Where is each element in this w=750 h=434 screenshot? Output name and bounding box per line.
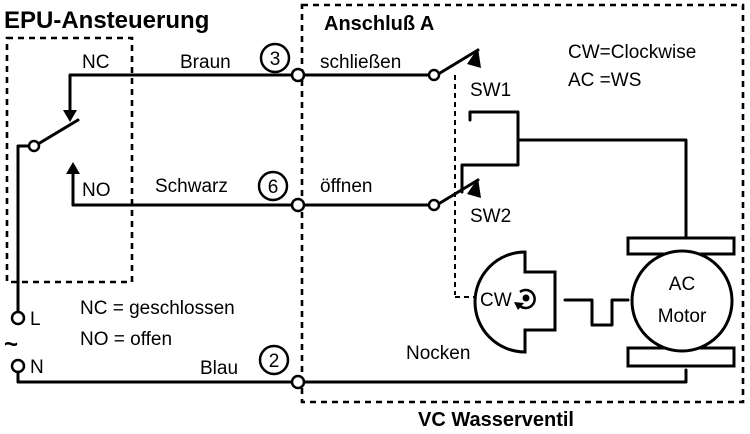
ac-tilde-symbol: ~ [4, 331, 18, 358]
nc-contact-label: NC [82, 52, 109, 73]
sw2-label: SW2 [470, 206, 511, 227]
epu-relay [16, 73, 298, 314]
open-function-label: öffnen [320, 176, 372, 197]
valve-title: VC Wasserventil [418, 409, 574, 431]
wire-3-badge [259, 42, 291, 74]
terminal-l-label: L [30, 309, 41, 330]
wire-2-badge [258, 344, 290, 376]
motor-label-ac: AC [669, 274, 695, 295]
connection-a-title: Anschluß A [324, 13, 434, 35]
legend-nc: NC = geschlossen [80, 298, 235, 319]
wire-black-label: Schwarz [155, 176, 228, 197]
legend-ac: AC =WS [568, 70, 641, 91]
valve-wiring [290, 48, 688, 390]
cam-name-label: Nocken [406, 343, 470, 364]
wire-2-number: 2 [269, 351, 280, 372]
legend-cw: CW=Clockwise [568, 42, 696, 63]
ac-motor-symbol [626, 236, 736, 368]
wire-3-number: 3 [270, 49, 281, 70]
cam-direction-label: CW [480, 290, 512, 311]
legend-no: NO = offen [80, 329, 172, 350]
sw1-label: SW1 [470, 80, 511, 101]
no-contact-label: NO [82, 180, 111, 201]
terminal-n-label: N [30, 357, 44, 378]
epu-title: EPU-Ansteuerung [4, 7, 209, 34]
epu-control-box [5, 36, 134, 284]
wire-blue-label: Blau [200, 358, 238, 379]
cam-symbol [473, 250, 557, 354]
supply-terminals [10, 310, 298, 384]
wire-brown-label: Braun [180, 52, 231, 73]
wire-6-badge [257, 170, 289, 202]
motor-label-motor: Motor [658, 306, 707, 327]
close-function-label: schließen [320, 52, 401, 73]
wire-6-number: 6 [268, 177, 279, 198]
